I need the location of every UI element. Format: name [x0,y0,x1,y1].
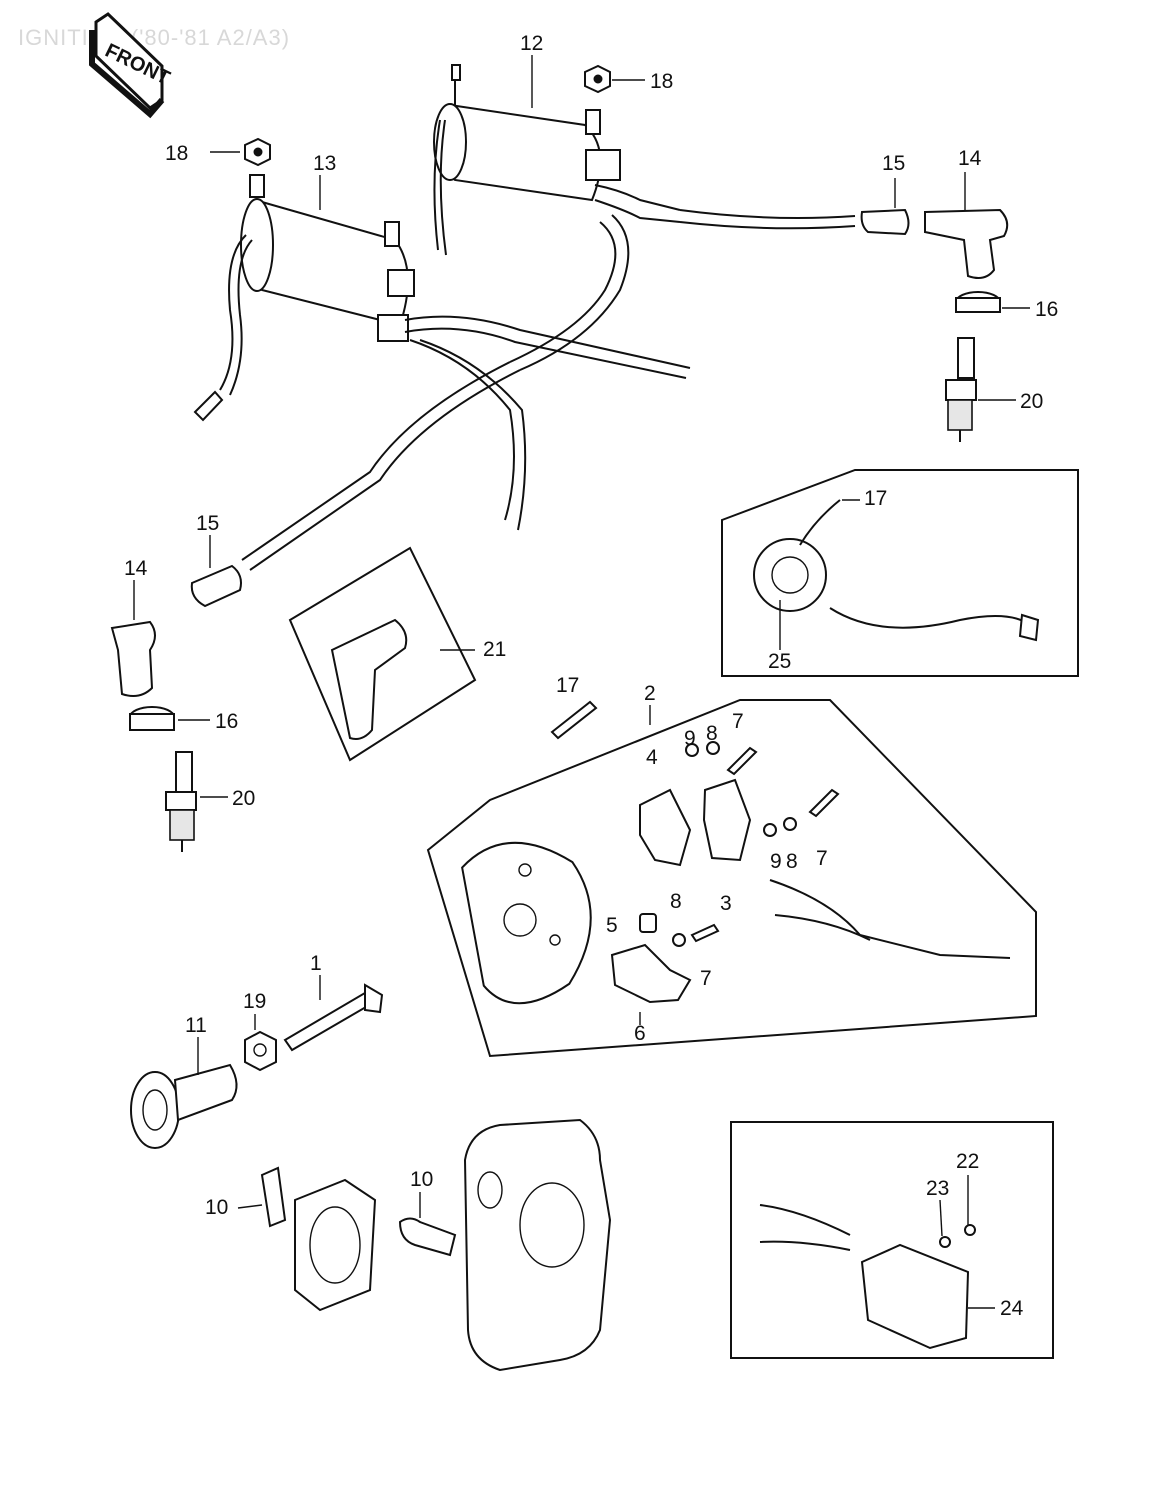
boot-15-icon [860,208,910,236]
callout-18: 18 [650,70,673,93]
callout-21: 21 [483,638,506,661]
callout-14: 14 [124,557,148,580]
seal-16-icon [129,706,175,731]
callout-22: 22 [956,1150,979,1173]
callout-9: 9 [770,850,782,873]
nut-18-icon [584,64,611,94]
callout-8: 8 [670,890,682,913]
callout-5: 5 [606,914,618,937]
callout-4: 4 [646,746,658,769]
callout-7: 7 [700,967,712,990]
callout-18: 18 [165,142,188,165]
clamp-10-icon [398,1217,457,1257]
boot-15-icon [190,564,242,608]
nut-18-icon [244,137,271,167]
bolt-icon [283,983,384,1052]
callout-25: 25 [768,650,791,673]
callout-20: 20 [232,787,255,810]
callout-17: 17 [556,674,579,697]
plug-cap-14-icon [110,620,156,697]
callout-12: 12 [520,32,543,55]
inspection-cover-icon [294,1178,377,1312]
callout-3: 3 [720,892,732,915]
screw-1-icon [550,700,598,740]
advancer-11-icon [130,1063,238,1149]
callout-15: 15 [196,512,219,535]
washer-19-icon [244,1030,277,1072]
callout-17: 17 [864,487,887,510]
inset-21 [288,546,477,762]
callout-16: 16 [215,710,238,733]
ignition-coil-13-icon [240,174,415,342]
callout-23: 23 [926,1177,949,1200]
spark-plug-20-icon [165,751,197,852]
callout-10: 10 [205,1196,228,1219]
callout-16: 16 [1035,298,1058,321]
ignition-coil-12-icon [433,64,621,256]
diagram-title: IGNITION ('80-'81 A2/A3) [18,25,290,50]
seal-16-icon [955,291,1001,313]
callout-20: 20 [1020,390,1043,413]
callout-9: 9 [684,727,696,750]
spark-plug-20-icon [945,337,977,442]
pickup-plate-assembly [426,699,1037,1058]
callout-13: 13 [313,152,336,175]
plug-cap-14-icon [924,208,1009,279]
callout-8: 8 [706,722,718,745]
callout-24: 24 [1000,1297,1024,1320]
callout-11: 11 [185,1014,207,1037]
callout-1: 1 [310,952,322,975]
clamp-10-icon [260,1166,287,1228]
inset-igniter [730,1121,1054,1359]
callout-14: 14 [958,147,982,170]
callout-6: 6 [634,1022,646,1045]
crankcase-cover-icon [463,1118,612,1372]
callout-2: 2 [644,682,656,705]
callout-15: 15 [882,152,905,175]
inset-25 [721,469,1079,677]
callout-10: 10 [410,1168,433,1191]
callout-7: 7 [816,847,828,870]
callout-8: 8 [786,850,798,873]
callout-7: 7 [732,710,744,733]
callout-19: 19 [243,990,266,1013]
